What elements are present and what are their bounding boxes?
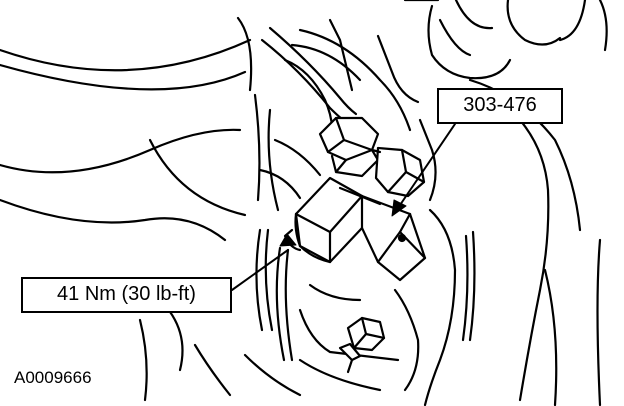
crowfoot-wrench [283,176,427,282]
tool-arrowhead [391,199,407,217]
tool-number-callout: 303-476 [437,88,563,124]
figure-id-label: A0009666 [14,368,92,387]
mounting-bolt [338,316,386,374]
background-contours [0,0,608,406]
mating-fitting [370,146,426,198]
torque-spec-callout: 41 Nm (30 lb-ft) [21,277,232,313]
torque-arrowhead [279,233,297,247]
tube-nut [318,116,380,178]
leader-lines [231,123,456,291]
